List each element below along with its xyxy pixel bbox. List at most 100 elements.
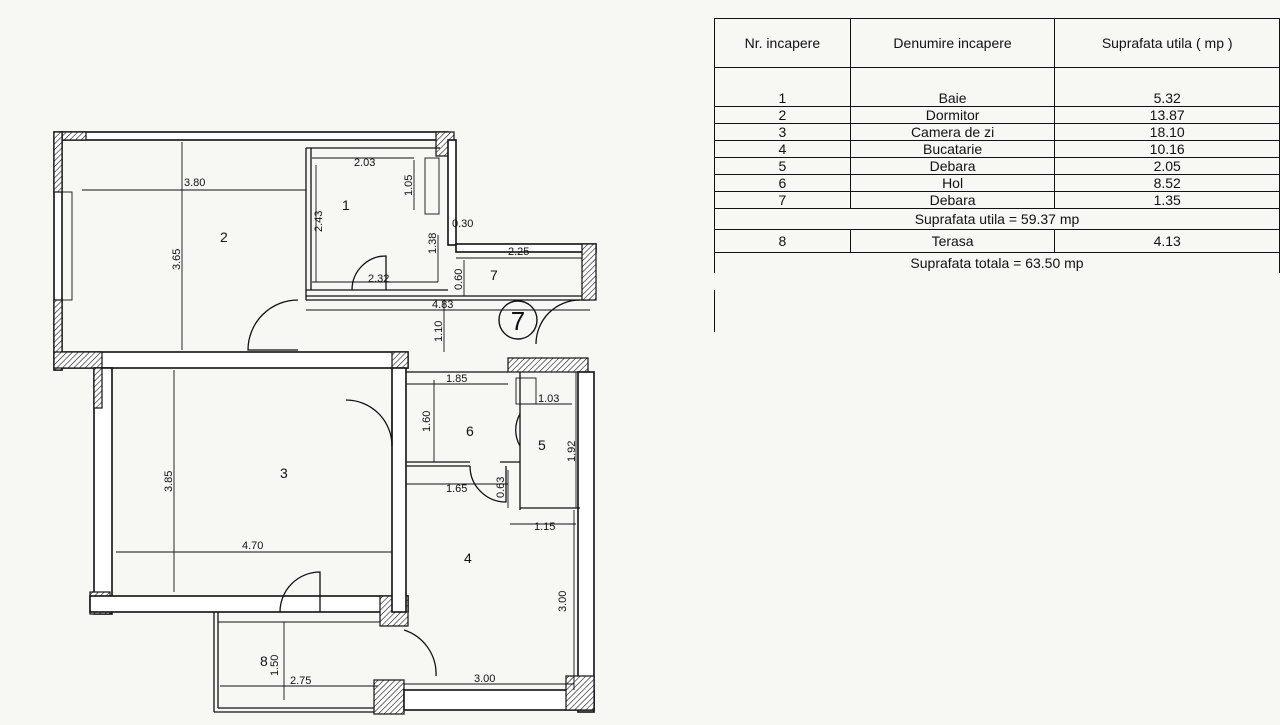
room-number-5: 5 [538, 437, 546, 453]
cell-nr: 3 [714, 123, 851, 141]
door-room2 [247, 299, 299, 351]
room-number-3: 3 [280, 465, 288, 481]
cell-nr: 7 [714, 191, 851, 209]
dim-label: 0.63 [495, 477, 507, 498]
table-row: 1 Baie 5.32 [714, 67, 1280, 107]
wall-bath-right [447, 139, 457, 246]
cell-name: Bucatarie [849, 140, 1056, 158]
dim-label: 1.10 [433, 321, 445, 342]
table-row: 3 Camera de zi 18.10 [714, 123, 1280, 141]
door-terrace [279, 571, 321, 613]
kitchen-corner [565, 675, 595, 711]
cell-name: Hol [849, 174, 1056, 192]
floor-plan-drawing: 3.80 3.65 2.03 1.05 2.43 0.30 1.38 2.32 … [53, 131, 597, 715]
cell-name: Terasa [849, 229, 1056, 253]
wall-corner [61, 131, 87, 141]
room-number-1: 1 [342, 197, 350, 213]
cell-area: 8.52 [1054, 174, 1280, 192]
dim-label: 1.38 [427, 233, 439, 254]
table-row: 7 Debara 1.35 [714, 191, 1280, 209]
dim-label: 1.15 [534, 521, 555, 533]
cell-area: 2.05 [1054, 157, 1280, 175]
dim-label: 2.32 [368, 273, 389, 285]
table-row: 5 Debara 2.05 [714, 157, 1280, 175]
header-nr: Nr. incapere [714, 18, 851, 68]
dim-label: 2.75 [290, 675, 311, 687]
wall-room7-right [581, 243, 597, 301]
cell-name: Debara [849, 191, 1056, 209]
door-room3 [345, 399, 393, 447]
dim-label: 4.83 [432, 299, 453, 311]
room-number-6: 6 [466, 423, 474, 439]
room-number-2: 2 [220, 229, 228, 245]
cell-nr: 1 [714, 67, 851, 107]
cell-name: Dormitor [849, 106, 1056, 124]
door-room5 [515, 413, 521, 447]
room-number-7: 7 [490, 267, 498, 283]
total-text: Suprafata totala = 63.50 mp [714, 252, 1280, 273]
apartment-number-circle [498, 300, 538, 340]
cell-name: Baie [849, 67, 1056, 107]
wall-room3-left-hatch [93, 367, 103, 409]
room5-fixture [515, 377, 537, 405]
window-left [61, 191, 73, 301]
dim-label: 3.00 [474, 673, 495, 685]
dim-label: 3.00 [557, 591, 569, 612]
wall-mid [61, 351, 409, 369]
wall-mid-hatch [53, 351, 103, 369]
door-entrance [535, 299, 581, 345]
dim-label: 2.43 [313, 211, 325, 232]
header-name: Denumire incapere [849, 18, 1056, 68]
dim-label: 2.03 [354, 157, 375, 169]
wall-top [61, 131, 449, 141]
cell-nr: 5 [714, 157, 851, 175]
cell-area: 5.32 [1054, 67, 1280, 107]
apartment-number: 7 [511, 306, 525, 336]
cell-name: Debara [849, 157, 1056, 175]
dim-label: 3.65 [171, 249, 183, 270]
door-kitchen [469, 465, 507, 503]
cell-area: 13.87 [1054, 106, 1280, 124]
dim-label: 1.05 [403, 175, 415, 196]
cell-nr: 4 [714, 140, 851, 158]
wall-left-hatch [53, 299, 63, 371]
cell-nr: 2 [714, 106, 851, 124]
subtotal-row: Suprafata utila = 59.37 mp [714, 208, 1280, 230]
dim-label: 0.60 [453, 269, 465, 290]
dim-label: 1.85 [446, 373, 467, 385]
dim-label: 1.03 [538, 393, 559, 405]
dim-label: 4.70 [242, 540, 263, 552]
cell-area: 4.13 [1054, 229, 1280, 253]
wall-left-hatch [53, 131, 63, 193]
cell-area: 18.10 [1054, 123, 1280, 141]
table-header-row: Nr. incapere Denumire incapere Suprafata… [714, 18, 1280, 68]
door-kitchen-terrace [403, 629, 437, 677]
door-bath [351, 255, 387, 291]
cell-area: 10.16 [1054, 140, 1280, 158]
dim-label: 1.65 [446, 483, 467, 495]
table-margin-line [714, 290, 715, 332]
cell-area: 1.35 [1054, 191, 1280, 209]
room-number-4: 4 [464, 550, 472, 566]
dim-label: 1.50 [269, 655, 281, 676]
dim-label: 3.80 [184, 177, 205, 189]
table-row: 8 Terasa 4.13 [714, 229, 1280, 253]
header-area: Suprafata utila ( mp ) [1054, 18, 1280, 68]
wall-room3-bottom [89, 595, 409, 613]
wall-right-top [507, 357, 589, 373]
dim-label: 1.60 [421, 411, 433, 432]
terrace-corner [373, 679, 405, 715]
wall-right [577, 371, 595, 713]
cell-name: Camera de zi [849, 123, 1056, 141]
total-row: Suprafata totala = 63.50 mp [714, 252, 1280, 273]
table-row: 6 Hol 8.52 [714, 174, 1280, 192]
subtotal-text: Suprafata utila = 59.37 mp [714, 208, 1280, 230]
dim-label: 1.92 [566, 441, 578, 462]
dim-label: 0.30 [452, 218, 473, 230]
table-row: 2 Dormitor 13.87 [714, 106, 1280, 124]
bath-fixture [424, 157, 440, 215]
cell-nr: 6 [714, 174, 851, 192]
cell-nr: 8 [714, 229, 851, 253]
dim-label: 2.25 [508, 246, 529, 258]
area-table: Nr. incapere Denumire incapere Suprafata… [714, 18, 1280, 273]
